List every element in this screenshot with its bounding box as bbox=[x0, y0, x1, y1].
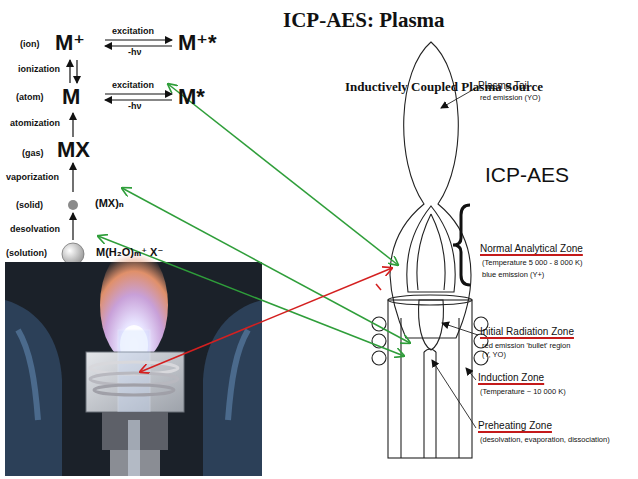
torch-schematic bbox=[424, 349, 436, 352]
emission-label: -hν bbox=[128, 47, 142, 57]
torch-schematic bbox=[458, 318, 459, 458]
correspondence-arrows bbox=[140, 268, 392, 372]
torch-schematic bbox=[435, 352, 436, 458]
zone-name: Initial Radiation Zone bbox=[480, 326, 574, 338]
species-symbol: MX bbox=[57, 137, 90, 162]
ladder-arrows bbox=[105, 93, 172, 94]
induction-coil bbox=[372, 351, 386, 365]
induction-coil bbox=[372, 317, 488, 365]
torch-schematic bbox=[423, 352, 424, 458]
torch-schematic bbox=[388, 300, 472, 458]
torch-photo bbox=[5, 300, 62, 476]
species-symbol: M(H₂O)ₘ⁺ X⁻ bbox=[96, 246, 163, 259]
process-label: excitation bbox=[112, 26, 154, 36]
species-symbol: M⁺ bbox=[55, 30, 85, 55]
state-label: (gas) bbox=[22, 148, 44, 158]
process-label: vaporization bbox=[6, 172, 59, 182]
ladder-arrows bbox=[69, 60, 70, 83]
process-label: excitation bbox=[112, 80, 154, 90]
torch-photo bbox=[228, 330, 248, 420]
zone-note: blue emission (Y+) bbox=[482, 271, 544, 280]
ladder-arrows bbox=[72, 163, 73, 192]
correspondence-arrows bbox=[98, 84, 410, 372]
ladder-arrows bbox=[72, 213, 73, 240]
state-label: (solution) bbox=[6, 248, 47, 258]
zone-note: (Temperature ~ 10 000 K) bbox=[480, 388, 566, 397]
torch-schematic bbox=[417, 214, 431, 290]
species-symbol: M⁺* bbox=[178, 30, 217, 55]
zone-note: (desolvation, evaporation, dissociation) bbox=[480, 436, 610, 445]
leader-lines bbox=[442, 323, 478, 335]
torch-schematic bbox=[388, 42, 472, 458]
zone-bracket bbox=[453, 205, 470, 285]
species-symbol: (MX)ₙ bbox=[95, 197, 124, 210]
process-label: desolvation bbox=[10, 224, 60, 234]
emission-label: -hν bbox=[128, 101, 142, 111]
state-label: (solid) bbox=[16, 200, 43, 210]
torch-schematic bbox=[419, 300, 444, 350]
torch-photo bbox=[5, 247, 262, 476]
torch-photo bbox=[203, 300, 262, 476]
state-label: (ion) bbox=[20, 39, 40, 49]
slide-title: ICP-AES: Plasma bbox=[283, 8, 445, 32]
state-label: (atom) bbox=[16, 92, 44, 102]
torch-schematic bbox=[407, 206, 455, 292]
leader-lines bbox=[432, 88, 478, 428]
process-label: ionization bbox=[18, 64, 60, 74]
torch-photo bbox=[94, 385, 174, 395]
solution-droplet bbox=[62, 243, 84, 265]
correspondence-arrows bbox=[376, 284, 381, 290]
schematic-title: ICP-AES bbox=[485, 163, 569, 187]
correspondence-arrows bbox=[168, 84, 398, 265]
torch-schematic bbox=[388, 295, 472, 305]
zone-name: Induction Zone bbox=[478, 372, 544, 384]
process-label: atomization bbox=[10, 118, 60, 128]
torch-photo bbox=[18, 330, 38, 420]
solid-particle bbox=[68, 200, 78, 210]
species-symbol: M* bbox=[178, 84, 205, 109]
species-symbol: M bbox=[62, 84, 80, 109]
zone-note: red emission 'bullet' region (Y, YO) bbox=[482, 342, 572, 359]
leader-lines bbox=[432, 360, 476, 428]
torch-schematic bbox=[431, 214, 445, 290]
zone-note: (Temperature 5 000 - 8 000 K) bbox=[482, 259, 582, 268]
zone-name: Normal Analytical Zone bbox=[480, 243, 583, 255]
ladder-arrows bbox=[105, 45, 172, 46]
torch-photo bbox=[128, 420, 140, 476]
ladder-arrows bbox=[76, 60, 77, 83]
zone-note: red emission (YO) bbox=[480, 94, 540, 103]
zone-name: Plasma Tail bbox=[478, 80, 529, 92]
ladder-arrows bbox=[105, 39, 172, 40]
leader-lines bbox=[466, 368, 476, 380]
zone-name: Preheating Zone bbox=[478, 420, 552, 432]
ladder-arrows bbox=[72, 113, 73, 137]
torch-photo bbox=[90, 373, 178, 385]
ladder-arrows bbox=[105, 99, 172, 100]
